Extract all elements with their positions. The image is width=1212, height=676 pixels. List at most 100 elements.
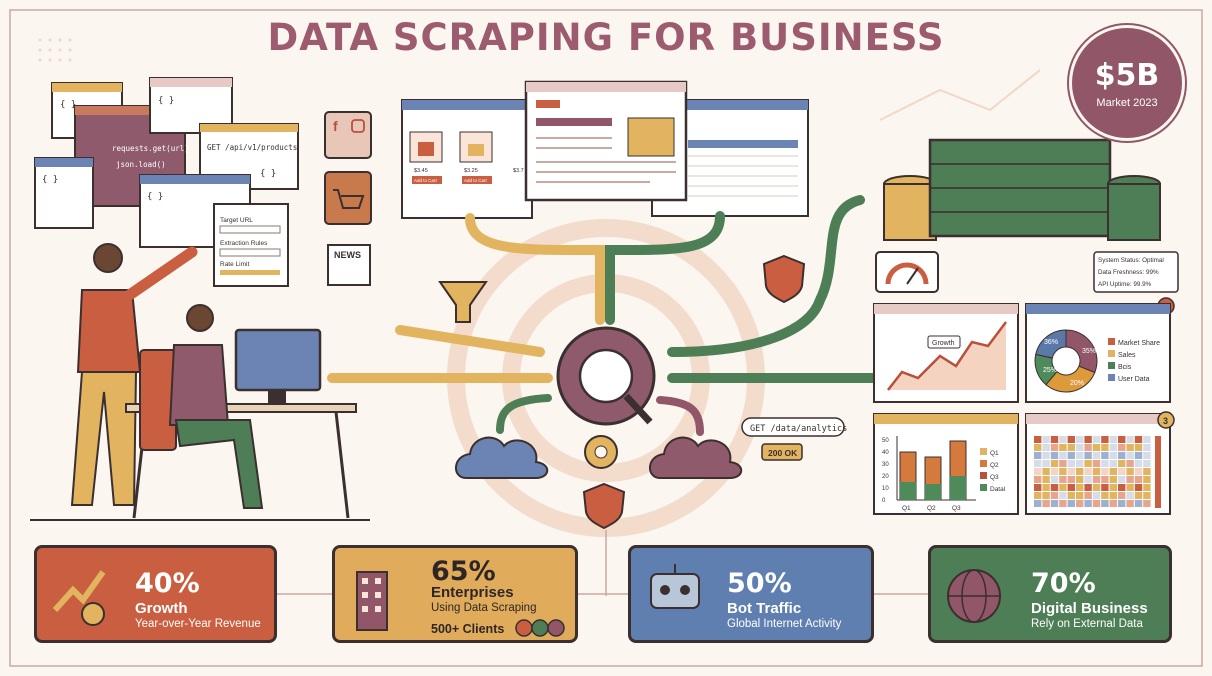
donut-segment [1035, 329, 1067, 359]
code-text: { } [260, 169, 276, 179]
code-text: requests.get(url) [112, 144, 189, 153]
heatmap-cell [1067, 468, 1075, 475]
heatmap-cell [1126, 484, 1134, 491]
heatmap-cell [1076, 476, 1084, 483]
heatmap-cell [1126, 492, 1134, 499]
donut-segment-label: 25% [1043, 367, 1057, 374]
heatmap-cell [1126, 436, 1134, 443]
heatmap-cell [1134, 484, 1143, 491]
seated-woman-figure [139, 304, 264, 509]
funnel-icon [438, 281, 488, 323]
outer-frame [9, 9, 1203, 667]
heatmap-cell [1109, 500, 1117, 507]
heatmap-cell [1050, 500, 1059, 507]
heatmap-cell [1076, 452, 1084, 459]
heatmap-cell [1092, 500, 1101, 507]
system-status-panel: System Status: Optimal Data Freshness: 9… [1093, 251, 1179, 293]
heatmap-cell [1084, 492, 1092, 499]
heatmap-cell [1084, 484, 1092, 491]
heatmap-cell [1101, 484, 1109, 491]
donut-chart [1034, 329, 1098, 393]
add-to-cart-label: Add to Cart [464, 178, 488, 183]
heatmap-cell [1143, 444, 1151, 451]
stat-value: 40% [135, 568, 200, 599]
bar-category-label: Q1 [902, 505, 911, 512]
heatmap-cell [1101, 444, 1109, 451]
market-size-badge: $5B Market 2023 [1072, 28, 1182, 138]
code-text: { } [42, 175, 58, 185]
heatmap-cell [1118, 492, 1126, 499]
status-line: API Uptime: 99.9% [1098, 281, 1152, 288]
heatmap-cell [1067, 500, 1075, 507]
flow-arrows [327, 195, 885, 436]
heatmap-cell [1042, 460, 1050, 467]
heatmap-cell [1042, 476, 1050, 483]
heatmap-cell [1050, 452, 1059, 459]
heatmap-cell [1134, 444, 1143, 451]
heatmap-cell [1143, 492, 1151, 499]
heatmap-cell [1042, 492, 1050, 499]
heatmap-window: 3 [1025, 411, 1175, 515]
heatmap-cell [1101, 468, 1109, 475]
api-call-request: GET /data/analytics [750, 424, 847, 434]
product-price: $3.45 [414, 168, 428, 174]
shopping-cart-icon [324, 171, 372, 225]
heatmap-cell [1067, 492, 1075, 499]
heatmap-cell [1076, 468, 1084, 475]
status-line: Data Freshness: 99% [1098, 269, 1159, 276]
desk [30, 403, 370, 521]
code-text: { } [158, 96, 174, 106]
heatmap-cell [1076, 492, 1084, 499]
heatmap-cell [1126, 500, 1134, 507]
stat-value: 65% [431, 556, 496, 587]
central-processing-gear-icon [556, 326, 656, 426]
heatmap-cell [1109, 484, 1117, 491]
donut-segment-label: 20% [1070, 380, 1084, 387]
heatmap-cell [1134, 492, 1143, 499]
heatmap-cell [1118, 468, 1126, 475]
stat-label: Digital Business [1031, 600, 1148, 617]
database-server-stack-icon [883, 138, 1161, 241]
cloud-server-icon [455, 436, 549, 479]
bar-y-tick: 20 [882, 474, 889, 480]
stat-card-digital-business: 70% Digital Business Rely on External Da… [928, 545, 1172, 643]
stat-value: 50% [727, 568, 792, 599]
config-label: Target URL [220, 217, 253, 224]
heatmap-cell [1143, 468, 1151, 475]
line-chart-window: Growth 3 [873, 297, 1175, 403]
cloud-server-icon [649, 436, 743, 479]
heatmap-cell [1059, 468, 1067, 475]
article-browser-window [524, 80, 688, 202]
gauge-icon [875, 251, 939, 293]
donut-legend-item: Bcis [1118, 364, 1132, 371]
heatmap-cell [1034, 444, 1042, 451]
bar-legend-item: Datal [990, 486, 1006, 493]
api-request-text: GET /api/v1/products [207, 143, 297, 152]
heatmap-cell [1126, 468, 1134, 475]
stat-label: Bot Traffic [727, 600, 802, 617]
heatmap-cell [1059, 484, 1067, 491]
heatmap-cell [1134, 476, 1143, 483]
news-label: NEWS [334, 250, 361, 260]
bar-legend-item: Q2 [990, 462, 999, 469]
background-trend-line [879, 69, 1041, 121]
add-to-cart-label: Add to Cart [414, 178, 438, 183]
heatmap-cell [1101, 476, 1109, 483]
config-label: Rate Limit [220, 261, 249, 268]
status-line: System Status: Optimal [1098, 257, 1164, 264]
heatmap-cell [1034, 476, 1042, 483]
heatmap-cell [1067, 452, 1075, 459]
heatmap-cell [1092, 460, 1101, 467]
heatmap-cell [1084, 452, 1092, 459]
page-title: DATA SCRAPING FOR BUSINESS [267, 16, 945, 59]
news-icon: NEWS [327, 244, 371, 286]
heatmap-cell [1143, 484, 1151, 491]
heatmap-cell [1076, 460, 1084, 467]
heatmap-cell [1118, 436, 1126, 443]
heatmap-cell [1050, 492, 1059, 499]
heatmap-cell [1118, 476, 1126, 483]
heatmap-cell [1109, 436, 1117, 443]
heatmap-cell [1109, 460, 1117, 467]
api-call-box: GET /data/analytics 200 OK [741, 417, 847, 461]
